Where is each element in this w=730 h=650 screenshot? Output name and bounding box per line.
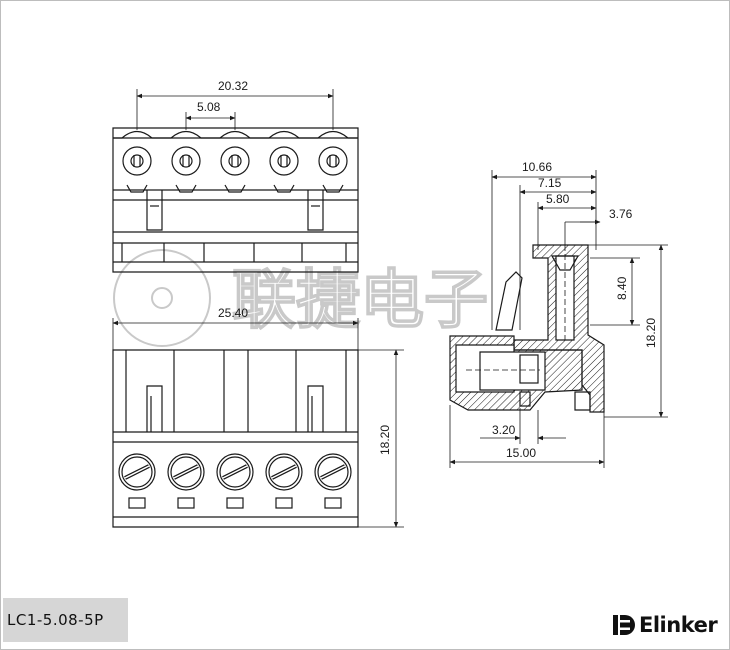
dim-front-height: 18.20 bbox=[378, 425, 392, 455]
dim-side-c: 5.80 bbox=[546, 192, 570, 206]
front-view-screw-heads bbox=[118, 453, 352, 491]
dim-side-height: 18.20 bbox=[644, 318, 658, 348]
watermark: 联捷电子 bbox=[113, 249, 489, 347]
dim-top-pin-pitch: 5.08 bbox=[197, 100, 221, 114]
watermark-text: 联捷电子 bbox=[232, 264, 488, 338]
dim-top-overall-pitch: 20.32 bbox=[218, 79, 248, 93]
brand-logo: Elinker bbox=[612, 612, 718, 638]
top-view-screw-ports bbox=[122, 146, 348, 176]
top-dimensions bbox=[136, 89, 334, 130]
side-dimensions bbox=[449, 170, 668, 468]
front-view-wire-entries bbox=[128, 497, 342, 509]
part-number-label: LC1-5.08-5P bbox=[3, 598, 128, 642]
dim-side-a: 10.66 bbox=[522, 160, 552, 174]
watermark-logo-icon bbox=[113, 249, 211, 347]
front-dimensions bbox=[112, 318, 404, 528]
brand-name: Elinker bbox=[639, 613, 718, 637]
dim-side-b: 7.15 bbox=[538, 176, 562, 190]
top-view bbox=[112, 127, 359, 273]
dim-side-d: 3.76 bbox=[609, 207, 633, 221]
side-view bbox=[449, 244, 605, 413]
dim-front-width: 25.40 bbox=[218, 306, 248, 320]
dim-side-f: 3.20 bbox=[492, 423, 516, 437]
dim-side-e: 8.40 bbox=[615, 276, 629, 300]
dim-side-width: 15.00 bbox=[506, 446, 536, 460]
elinker-logo-icon bbox=[613, 615, 635, 635]
front-view bbox=[112, 349, 359, 528]
